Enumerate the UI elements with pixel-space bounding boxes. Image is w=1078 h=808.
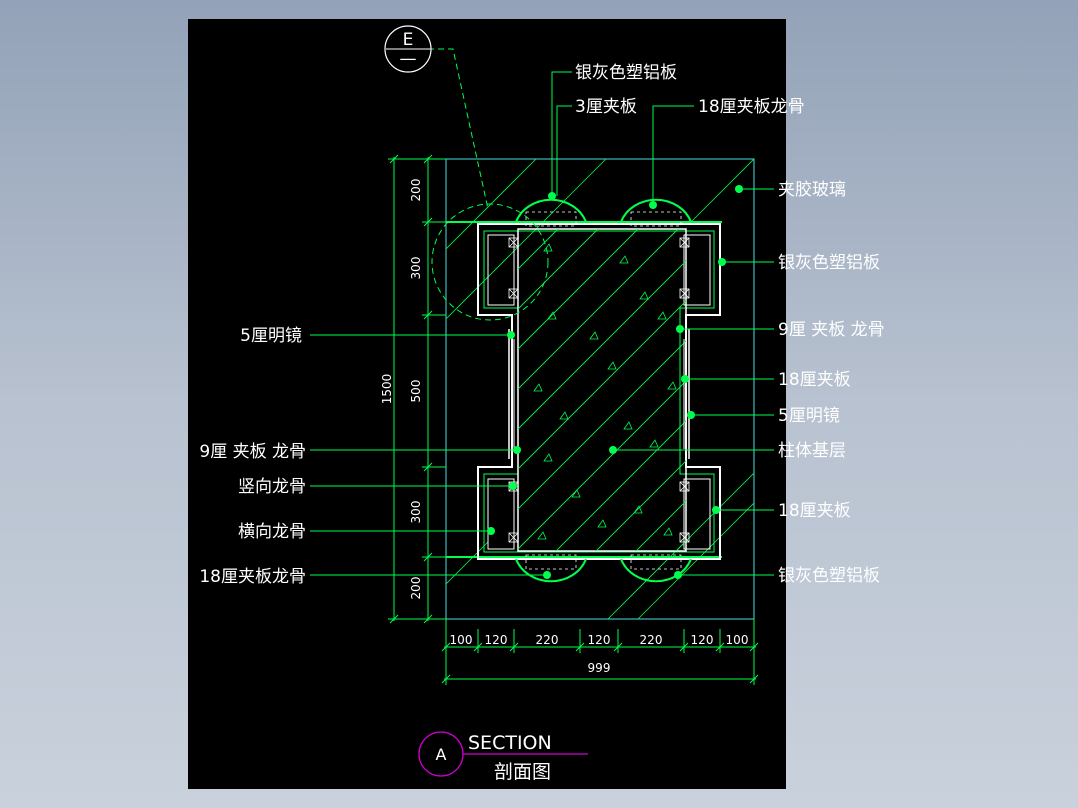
callout-tag-top: E [403,30,414,50]
h-dim-3: 220 [536,633,559,647]
column-base-core [517,228,687,552]
label-right-silver-panel-2: 银灰色塑铝板 [778,566,880,586]
title-sub: 剖面图 [494,761,551,783]
keel-box-tr [683,234,711,306]
glass-hatch [446,159,754,619]
h-dimension-lines [441,619,759,685]
label-left-vertical-keel: 竖向龙骨 [238,477,306,497]
h-dim-4: 120 [588,633,611,647]
label-right-5mm-mirror: 5厘明镜 [778,406,840,426]
v-dim-3: 500 [409,380,423,403]
v-dim-5: 200 [409,577,423,600]
label-right-9mm-keel: 9厘 夹板 龙骨 [778,320,885,340]
v-dim-total: 1500 [380,374,394,405]
label-left-5mm-mirror: 5厘明镜 [240,326,302,346]
callout-tag-bottom: — [400,49,417,69]
laminated-glass-outline [445,158,755,620]
h-dim-6: 120 [691,633,714,647]
h-dim-5: 220 [640,633,663,647]
h-dim-7: 100 [726,633,749,647]
h-dim-1: 100 [450,633,473,647]
v-dim-2: 300 [409,257,423,280]
label-right-18mm-plywood: 18厘夹板 [778,370,851,390]
v-dimension-lines [388,154,446,624]
detail-callout-circle [431,203,549,321]
detail-callout-leader [428,48,489,210]
leader-lines [310,71,774,576]
v-dim-4: 300 [409,501,423,524]
detail-callout-tag [384,25,432,73]
column-hatch [518,229,686,551]
h-dim-total: 999 [588,661,611,675]
label-left-9mm-keel: 9厘 夹板 龙骨 [199,442,306,462]
column-aggregate [533,243,677,540]
aluminum-caps [515,198,692,583]
label-top-silver-panel: 银灰色塑铝板 [575,63,677,83]
leader-dots [487,185,743,579]
keel-box-br [683,478,711,550]
label-laminated-glass: 夹胶玻璃 [778,180,846,200]
label-top-3mm-plywood: 3厘夹板 [575,97,637,117]
v-dim-1: 200 [409,179,423,202]
label-left-18mm-keel: 18厘夹板龙骨 [199,567,306,587]
section-drawing: E — 银灰色塑铝板 3厘夹板 18厘夹板龙骨 夹胶玻璃 银灰色塑铝板 9厘 夹… [199,25,885,783]
keel-box-bl [487,478,515,550]
cad-drawing-canvas: E — 银灰色塑铝板 3厘夹板 18厘夹板龙骨 夹胶玻璃 银灰色塑铝板 9厘 夹… [188,19,885,789]
label-right-silver-panel: 银灰色塑铝板 [778,253,880,273]
cap-inner [525,211,682,570]
h-dim-2: 120 [485,633,508,647]
keel-x-boxes [508,237,690,543]
label-right-18mm-plywood-2: 18厘夹板 [778,501,851,521]
title-main: SECTION [468,732,552,754]
keel-box-tl [487,234,515,306]
label-top-18mm-keel: 18厘夹板龙骨 [698,97,805,117]
label-column-base: 柱体基层 [778,441,846,461]
label-left-horizontal-keel: 横向龙骨 [238,522,306,542]
column-frame [477,223,721,560]
title-tag: A [436,745,447,764]
